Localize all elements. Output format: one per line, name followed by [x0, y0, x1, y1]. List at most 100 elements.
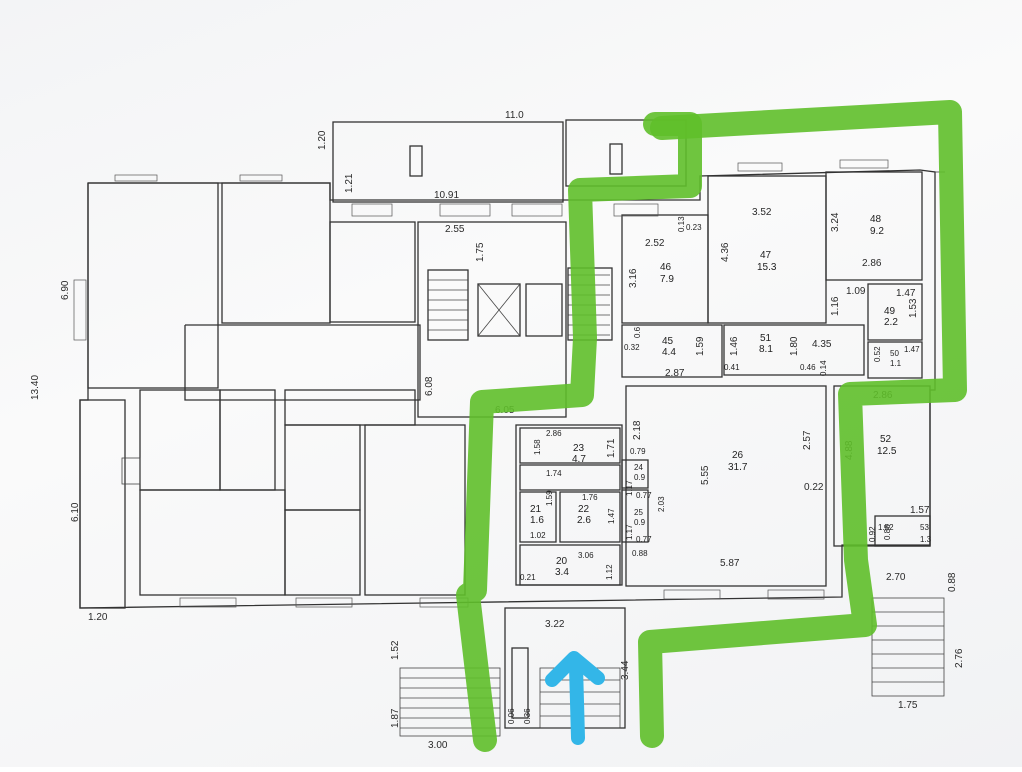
dim-1-47b: 1.47: [904, 345, 920, 354]
room-25: 25 0.9: [634, 508, 646, 527]
dim-1-75: 1.75: [475, 242, 486, 262]
dim-1-57: 1.57: [910, 505, 930, 516]
dim-0-23: 0.23: [686, 223, 702, 232]
dim-1-12: 1.12: [605, 564, 614, 580]
dim-1-09: 1.09: [846, 286, 866, 297]
svg-text:26: 26: [732, 450, 744, 461]
room-47: 47 15.3: [757, 250, 777, 273]
svg-text:7.9: 7.9: [660, 274, 674, 285]
room-50: 50 1.1: [890, 349, 902, 368]
dim-6-90: 6.90: [60, 280, 71, 300]
dim-0-14: 0.14: [819, 360, 828, 376]
dim-6-08: 6.08: [424, 376, 435, 396]
dim-0-79: 0.79: [630, 447, 646, 456]
dim-0-32: 0.32: [624, 343, 640, 352]
dim-1-53: 1.53: [908, 298, 919, 318]
dim-0-6: 0.6: [633, 326, 642, 338]
room-45: 45 4.4: [662, 336, 676, 358]
dim-0-92: 0.92: [868, 526, 877, 542]
dim-top-left-height: 1.20: [317, 130, 328, 150]
dim-2-70: 2.70: [886, 572, 906, 583]
room-49: 49 2.2: [884, 306, 898, 328]
dim-0-06: 0.06: [507, 708, 516, 724]
dim-1-59: 1.59: [695, 336, 706, 356]
dim-1-02: 1.02: [530, 531, 546, 540]
svg-text:1.1: 1.1: [890, 359, 902, 368]
svg-text:50: 50: [890, 349, 899, 358]
svg-text:9.2: 9.2: [870, 226, 884, 237]
room-20: 20 3.4: [555, 556, 569, 578]
dim-inner-width: 10.91: [434, 190, 459, 201]
svg-text:48: 48: [870, 214, 882, 225]
room-22: 22 2.6: [577, 504, 591, 526]
dim-4-36: 4.36: [720, 242, 731, 262]
dim-2-86b: 2.86: [862, 258, 882, 269]
svg-text:3.4: 3.4: [555, 567, 569, 578]
dim-0-36: 0.36: [523, 708, 532, 724]
dim-2-87: 2.87: [665, 368, 685, 379]
dim-4-35: 4.35: [812, 339, 832, 350]
svg-text:22: 22: [578, 504, 590, 515]
dim-1-17b: 1.17: [625, 524, 634, 540]
svg-text:12.5: 12.5: [877, 446, 897, 457]
svg-text:1.6: 1.6: [530, 515, 544, 526]
dim-total-height: 13.40: [30, 375, 41, 400]
svg-text:4.4: 4.4: [662, 347, 676, 358]
dim-1-71: 1.71: [606, 438, 617, 458]
svg-text:53: 53: [920, 523, 929, 532]
svg-text:47: 47: [760, 250, 772, 261]
room-46: 46 7.9: [660, 262, 674, 285]
dim-1-75b: 1.75: [898, 700, 918, 711]
dimension-labels: 11.0 1.20 1.21 10.91 6.90 13.40 6.10 1.2…: [30, 110, 965, 751]
svg-text:2.6: 2.6: [577, 515, 591, 526]
dim-6-10: 6.10: [70, 502, 81, 522]
arrow-up-icon: [545, 651, 605, 745]
dim-2-76: 2.76: [954, 648, 965, 668]
dim-1-52: 1.52: [390, 640, 401, 660]
dim-3-00: 3.00: [428, 740, 448, 751]
dim-3-24: 3.24: [830, 212, 841, 232]
dim-1-16: 1.16: [830, 296, 841, 316]
dim-1-47: 1.47: [896, 288, 916, 299]
svg-text:8.1: 8.1: [759, 344, 773, 355]
dim-3-52: 3.52: [752, 207, 772, 218]
svg-text:0.9: 0.9: [634, 473, 646, 482]
room-26: 26 31.7: [728, 450, 748, 473]
dim-2-57: 2.57: [802, 430, 813, 450]
svg-text:51: 51: [760, 333, 772, 344]
svg-text:46: 46: [660, 262, 672, 273]
svg-text:52: 52: [880, 434, 892, 445]
dim-2-18: 2.18: [632, 420, 643, 440]
svg-text:2.2: 2.2: [884, 317, 898, 328]
dim-0-52: 0.52: [873, 346, 882, 362]
dim-1-76: 1.76: [582, 493, 598, 502]
walls: [73, 119, 945, 737]
dim-1-74: 1.74: [546, 469, 562, 478]
dim-top-width: 11.0: [505, 110, 524, 121]
dim-1-47c: 1.47: [607, 508, 616, 524]
dim-1-17: 1.17: [625, 480, 634, 496]
dim-2-52: 2.52: [645, 238, 665, 249]
svg-text:15.3: 15.3: [757, 262, 777, 273]
dim-0-88b: 0.88: [632, 549, 648, 558]
dim-5-55: 5.55: [700, 465, 711, 485]
room-53: 53 1.3: [920, 523, 932, 544]
room-51: 51 8.1: [759, 333, 773, 355]
dim-0-41: 0.41: [724, 363, 740, 372]
svg-text:24: 24: [634, 463, 643, 472]
dim-0-77b: 0.77: [636, 535, 652, 544]
dim-3-06: 3.06: [578, 551, 594, 560]
dim-0-22: 0.22: [804, 482, 824, 493]
dim-2-03: 2.03: [657, 496, 666, 512]
svg-text:31.7: 31.7: [728, 462, 748, 473]
dim-0-86: 0.86: [883, 524, 892, 540]
dim-0-13: 0.13: [677, 216, 686, 232]
room-23: 23 4.7: [572, 443, 586, 465]
room-52: 52 12.5: [877, 434, 897, 457]
dim-1-87: 1.87: [390, 708, 401, 728]
svg-text:23: 23: [573, 443, 585, 454]
dim-1-80: 1.80: [789, 336, 800, 356]
svg-text:1.3: 1.3: [920, 535, 932, 544]
